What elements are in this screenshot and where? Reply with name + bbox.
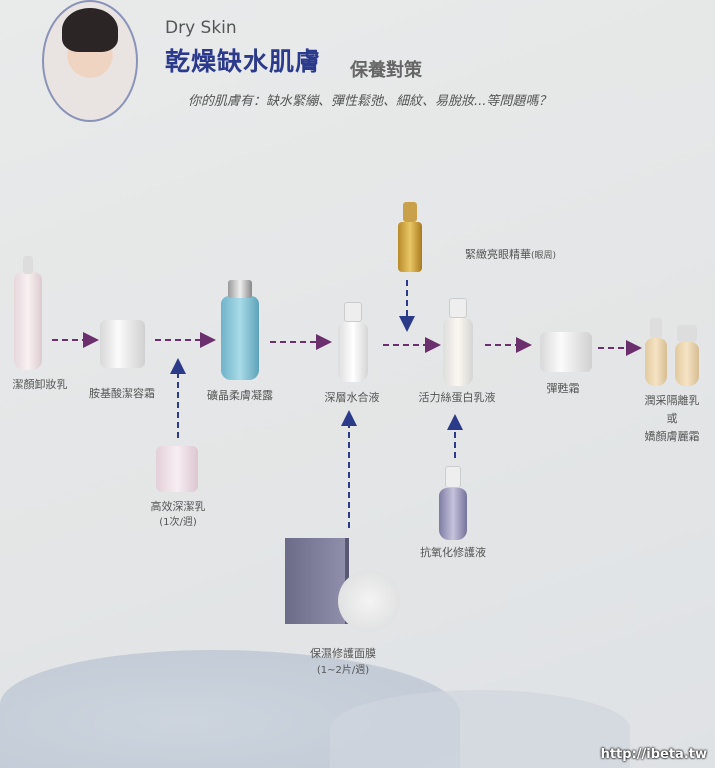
bottle-cap — [344, 302, 362, 322]
deep-cleanse-label: 高效深潔乳 — [150, 500, 206, 513]
product-primer — [645, 338, 667, 386]
background-wave — [330, 690, 630, 768]
step-label: 潔顏卸妝乳 — [12, 378, 68, 391]
model-portrait — [42, 0, 138, 122]
step-label: 礦晶柔膚凝露 — [207, 389, 273, 402]
subtitle-en: Dry Skin — [165, 18, 237, 38]
deep-cleanse-note: (1次/週) — [159, 517, 197, 528]
page-title: 乾燥缺水肌膚 — [165, 47, 322, 76]
pump-cap — [23, 256, 33, 274]
mask-label: 保濕修護面膜 — [310, 647, 376, 660]
product-hydrating-lotion — [338, 322, 368, 382]
step-label: 活力絲蛋白乳液 — [418, 391, 496, 404]
step-label-alt: 嬌顏膚麗霜 — [644, 430, 700, 443]
product-silk-protein-emulsion — [443, 318, 473, 386]
step-label: 潤采隔離乳 — [644, 394, 700, 407]
bottle-cap — [650, 318, 662, 338]
step-label-or: 或 — [666, 412, 678, 425]
bottle-cap — [449, 298, 467, 318]
eye-serum-label: 緊緻亮眼精華(眼周) — [465, 246, 556, 265]
product-firming-cream — [540, 332, 592, 372]
eye-serum-name: 緊緻亮眼精華 — [465, 248, 531, 261]
step-label: 彈甦霜 — [546, 382, 580, 395]
step-label: 深層水合液 — [324, 391, 380, 404]
product-eye-serum — [398, 222, 422, 272]
watermark: http://ibeta.tw — [600, 747, 707, 762]
product-antioxidant-serum — [439, 488, 467, 540]
product-deep-cleanser — [156, 446, 198, 492]
bottle-cap — [445, 466, 461, 488]
product-mask-box — [285, 538, 345, 624]
bottle-cap — [228, 280, 252, 298]
page-title-suffix: 保養對策 — [350, 60, 422, 81]
bottle-cap — [403, 202, 417, 222]
mask-note: (1~2片/週) — [316, 665, 370, 676]
step-label: 胺基酸潔容霜 — [89, 387, 155, 400]
product-cleansing-milk — [14, 272, 42, 370]
eye-serum-note: (眼周) — [531, 251, 557, 261]
product-foundation-cream — [675, 342, 699, 386]
model-hair — [62, 8, 118, 52]
product-face-mask — [338, 570, 400, 632]
product-mineral-gel — [221, 296, 259, 380]
bottle-cap — [677, 325, 697, 342]
question-text: 你的肌膚有：缺水緊繃、彈性鬆弛、細紋、易脫妝...等問題嗎？ — [188, 94, 552, 109]
antioxidant-label: 抗氧化修護液 — [420, 546, 486, 559]
product-amino-cleanser — [100, 320, 145, 368]
